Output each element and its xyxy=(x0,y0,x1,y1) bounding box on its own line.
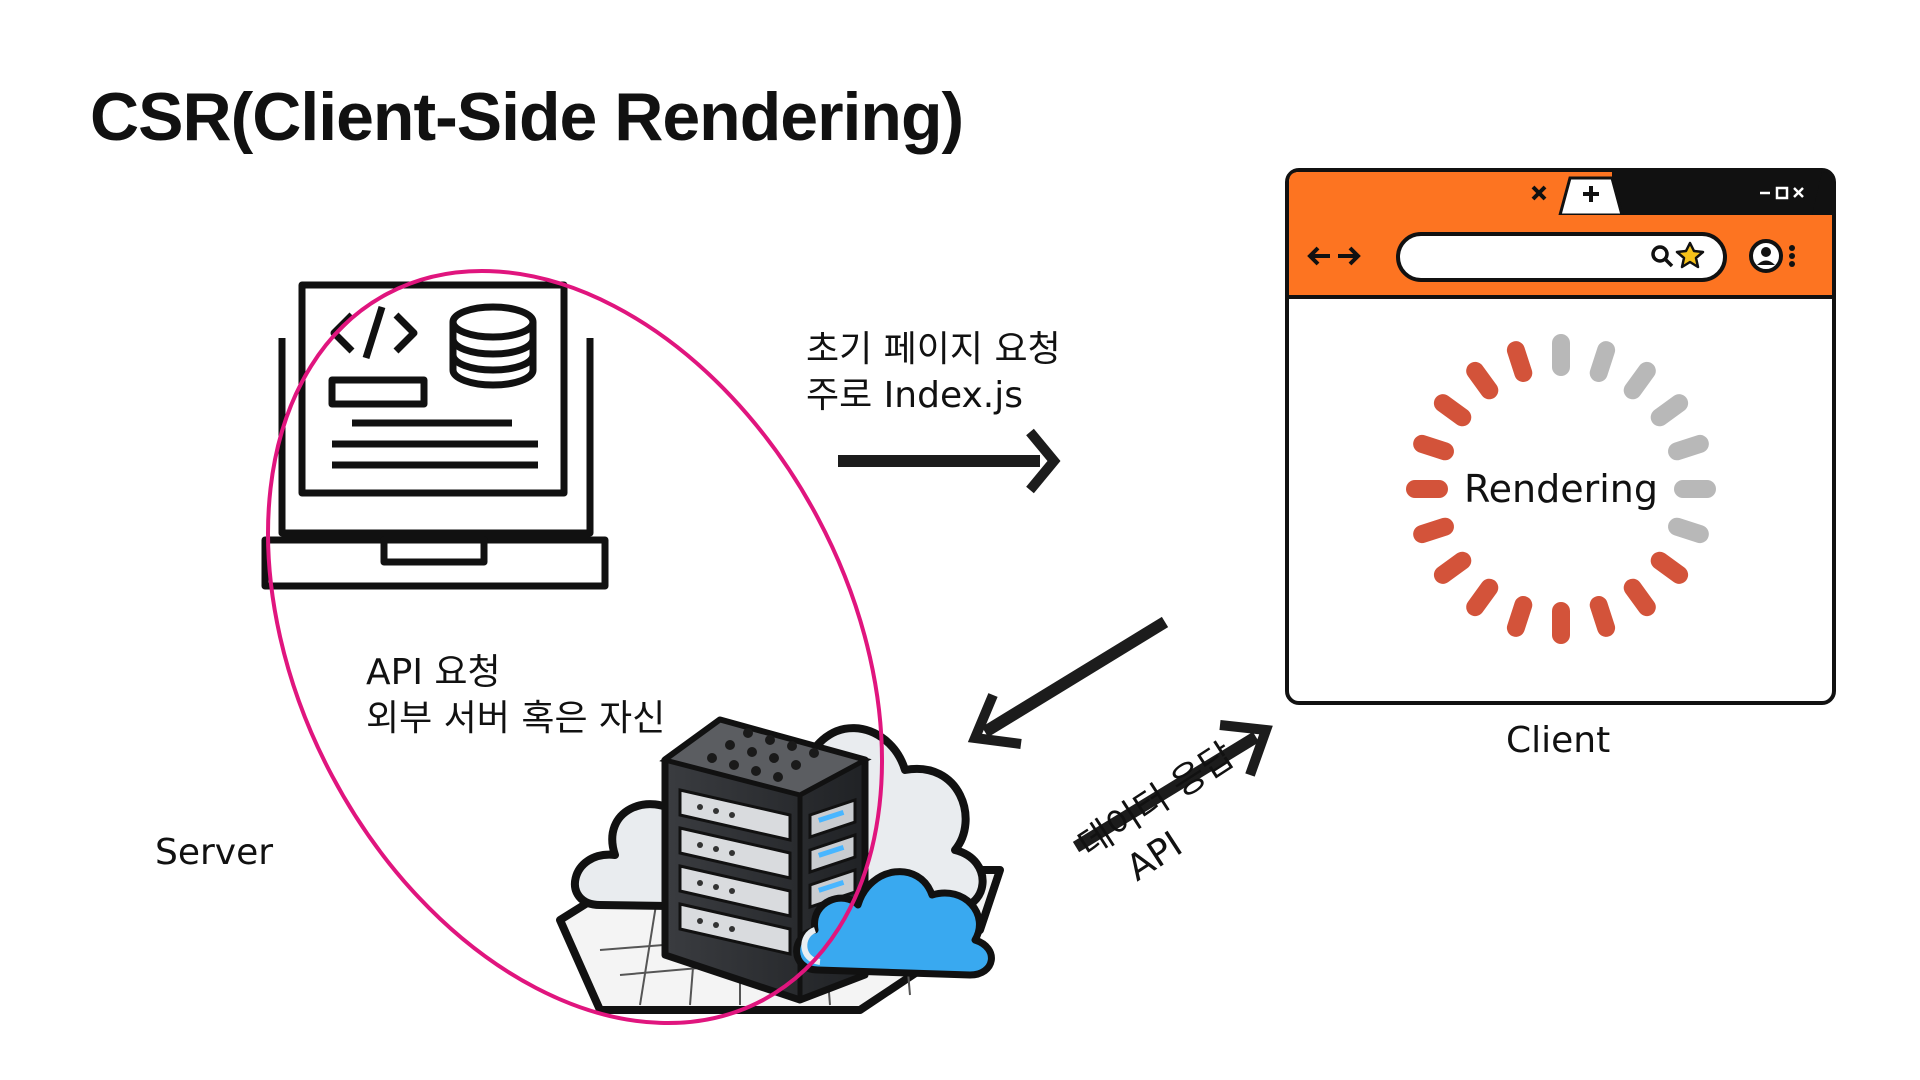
plus-icon[interactable] xyxy=(1583,186,1599,202)
spinner-segment xyxy=(1466,361,1499,400)
spinner-segment xyxy=(1413,517,1454,544)
data-response-arrow xyxy=(1072,720,1273,853)
server-boundary-ellipse xyxy=(266,268,884,1026)
spinner-segment xyxy=(1668,434,1709,461)
close-icon[interactable] xyxy=(1531,185,1547,201)
back-arrow-icon[interactable] xyxy=(1307,246,1330,266)
browser-window xyxy=(1285,168,1836,705)
cloud-server-illustration xyxy=(556,716,1004,1014)
client-label: Client xyxy=(1506,720,1611,761)
spinner-segment xyxy=(1589,596,1616,637)
api-request-line1: API 요청 xyxy=(366,652,501,693)
laptop-code-icon xyxy=(261,281,609,590)
close-icon[interactable] xyxy=(1793,187,1804,198)
spinner-segment xyxy=(1506,596,1533,637)
api-request-arrow xyxy=(967,616,1169,749)
rendering-label: Rendering xyxy=(1464,467,1658,511)
maximize-icon[interactable] xyxy=(1775,186,1789,200)
kebab-menu-icon[interactable] xyxy=(1789,245,1795,267)
initial-request-line1: 초기 페이지 요청 xyxy=(806,329,1061,370)
spinner-segment xyxy=(1413,434,1454,461)
initial-request-label: 초기 페이지 요청 주로 Index.js xyxy=(806,327,1061,419)
spinner-segment xyxy=(1623,361,1656,400)
initial-request-line2: 주로 Index.js xyxy=(806,375,1023,416)
star-icon[interactable] xyxy=(1675,241,1705,269)
window-controls[interactable] xyxy=(1760,186,1804,200)
page-title: CSR(Client-Side Rendering) xyxy=(90,79,964,155)
spinner-segment xyxy=(1650,551,1689,584)
spinner-segment xyxy=(1433,551,1472,584)
initial-request-arrow xyxy=(838,428,1061,494)
spinner-segment xyxy=(1589,341,1616,382)
spinner-segment xyxy=(1623,578,1656,617)
loading-spinner xyxy=(1406,334,1716,644)
api-request-label: API 요청 외부 서버 혹은 자신 xyxy=(366,650,665,742)
spinner-segment xyxy=(1668,517,1709,544)
spinner-segment xyxy=(1433,394,1472,427)
profile-icon[interactable] xyxy=(1749,239,1783,273)
api-request-line2: 외부 서버 혹은 자신 xyxy=(366,698,666,739)
forward-arrow-icon[interactable] xyxy=(1338,246,1361,266)
server-label: Server xyxy=(155,832,274,873)
spinner-segment xyxy=(1650,394,1689,427)
spinner-segment xyxy=(1466,578,1499,617)
search-icon[interactable] xyxy=(1651,245,1674,268)
spinner-segment xyxy=(1506,341,1533,382)
